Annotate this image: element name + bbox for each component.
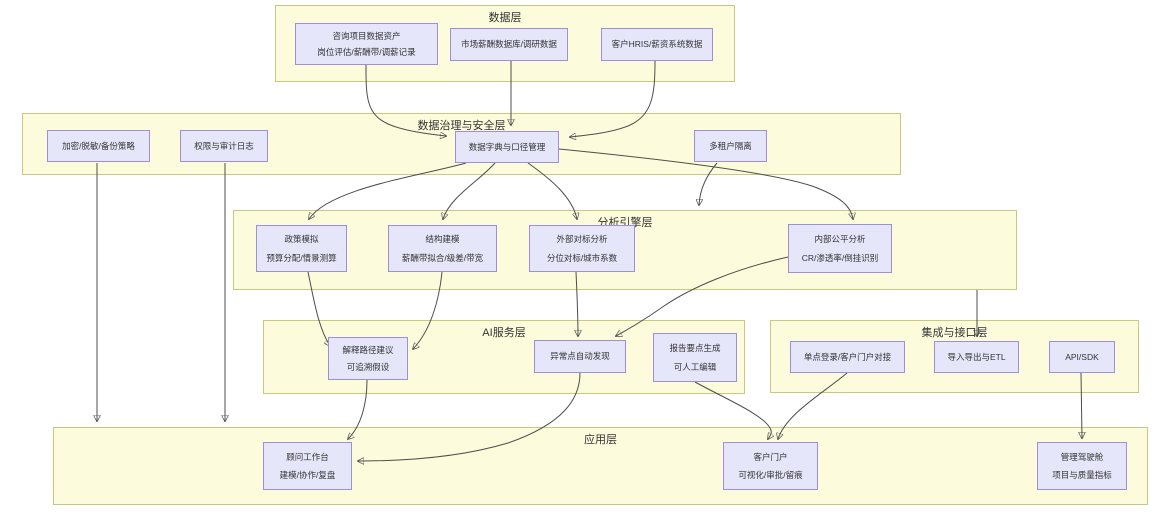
node-sublabel: 可人工编辑 xyxy=(673,361,717,372)
node-label: 多租户隔离 xyxy=(709,140,752,151)
node-label: 报告要点生成 xyxy=(669,342,721,353)
node-label: 单点登录/客户门户对接 xyxy=(803,351,892,362)
node-policy-simulation: 政策模拟 预算分配/情景测算 xyxy=(256,225,347,272)
edge-structure-to-explain xyxy=(413,271,443,349)
layer-data-title: 数据层 xyxy=(488,12,522,24)
node-market-salary-database: 市场薪酬数据库/调研数据 xyxy=(450,28,568,61)
layer-integration-title: 集成与接口层 xyxy=(921,327,988,339)
node-sublabel: CR/渗透率/倒挂识别 xyxy=(801,252,879,263)
layer-application: 应用层 xyxy=(53,427,1148,505)
node-sublabel: 分位对标/城市系数 xyxy=(546,252,618,263)
edge-tenant-to-analysis-layer xyxy=(699,162,718,205)
edge-equity-to-anomaly xyxy=(616,256,789,336)
node-label: 权限与审计日志 xyxy=(194,140,254,151)
edge-anomaly-to-workbench xyxy=(358,372,581,461)
node-multi-tenant-isolation: 多租户隔离 xyxy=(694,130,767,162)
node-anomaly-auto-detection: 异常点自动发现 xyxy=(534,340,626,373)
layer-application-title: 应用层 xyxy=(584,434,617,446)
node-management-dashboard: 管理驾驶舱 项目与质量指标 xyxy=(1037,442,1127,490)
node-label: 客户门户 xyxy=(753,451,788,462)
node-sublabel: 建模/协作/复盘 xyxy=(279,470,336,481)
node-label: 异常点自动发现 xyxy=(550,351,610,362)
node-api-sdk: API/SDK xyxy=(1049,341,1115,373)
edge-dictionary-to-benchmark xyxy=(527,162,577,219)
node-sublabel: 可视化/审批/留痕 xyxy=(738,470,803,481)
edge-api-to-dashboard xyxy=(1081,372,1082,438)
node-label: 政策模拟 xyxy=(284,234,319,245)
node-import-export-etl: 导入导出与ETL xyxy=(934,341,1019,373)
layer-ai-services-title: AI服务层 xyxy=(482,327,526,339)
node-label: 导入导出与ETL xyxy=(947,351,1006,362)
edge-policy-sim-to-explain xyxy=(307,271,330,346)
edge-dictionary-to-equity xyxy=(558,148,853,219)
node-client-portal: 客户门户 可视化/审批/留痕 xyxy=(723,442,818,490)
edge-dictionary-to-policy-sim xyxy=(309,162,467,219)
edge-sso-to-client-portal xyxy=(778,372,848,439)
edge-dictionary-to-structure xyxy=(443,162,496,219)
layer-governance-title: 数据治理与安全层 xyxy=(417,120,506,132)
node-internal-equity-analysis: 内部公平分析 CR/渗透率/倒挂识别 xyxy=(788,224,892,273)
node-consultant-workbench: 顾问工作台 建模/协作/复盘 xyxy=(263,442,352,490)
node-sublabel: 项目与质量指标 xyxy=(1052,470,1112,481)
edge-report-to-client-portal xyxy=(694,381,771,439)
node-label: 结构建模 xyxy=(425,234,460,245)
node-label: 市场薪酬数据库/调研数据 xyxy=(461,39,557,50)
node-data-dictionary-management: 数据字典与口径管理 xyxy=(455,131,559,163)
edge-benchmark-to-anomaly xyxy=(576,271,578,336)
node-sso-client-portal-integration: 单点登录/客户门户对接 xyxy=(790,341,905,373)
node-consulting-project-data-assets: 咨询项目数据资产 岗位评估/薪酬带/调薪记录 xyxy=(295,23,438,65)
edge-hris-to-dictionary xyxy=(570,60,656,137)
node-label: 咨询项目数据资产 xyxy=(332,30,401,41)
node-label: 加密/脱敏/备份策略 xyxy=(62,140,135,151)
node-sublabel: 预算分配/情景测算 xyxy=(266,252,337,263)
edge-explain-to-workbench xyxy=(348,379,368,439)
node-explanation-path-suggestion: 解释路径建议 可追溯假设 xyxy=(328,337,408,380)
node-label: 管理驾驶舱 xyxy=(1060,451,1104,462)
node-permissions-audit-log: 权限与审计日志 xyxy=(180,130,268,162)
node-encryption-masking-backup-policy: 加密/脱敏/备份策略 xyxy=(47,130,150,162)
node-label: 客户HRIS/薪资系统数据 xyxy=(611,39,703,50)
node-label: 顾问工作台 xyxy=(286,451,329,462)
node-sublabel: 可追溯假设 xyxy=(346,361,390,372)
node-sublabel: 薪酬带拟合/级差/带宽 xyxy=(401,252,484,263)
node-label: 数据字典与口径管理 xyxy=(468,141,546,152)
node-label: 内部公平分析 xyxy=(814,233,866,244)
node-label: 外部对标分析 xyxy=(556,234,608,245)
edge-consulting-assets-to-dictionary xyxy=(365,64,446,136)
node-label: 解释路径建议 xyxy=(342,344,394,355)
node-report-highlights-generation: 报告要点生成 可人工编辑 xyxy=(653,333,737,382)
node-sublabel: 岗位评估/薪酬带/调薪记录 xyxy=(317,47,416,58)
node-external-benchmarking: 外部对标分析 分位对标/城市系数 xyxy=(529,225,635,272)
node-label: API/SDK xyxy=(1065,351,1099,362)
node-structure-modeling: 结构建模 薪酬带拟合/级差/带宽 xyxy=(388,225,497,272)
node-client-hris-data: 客户HRIS/薪资系统数据 xyxy=(601,28,713,61)
